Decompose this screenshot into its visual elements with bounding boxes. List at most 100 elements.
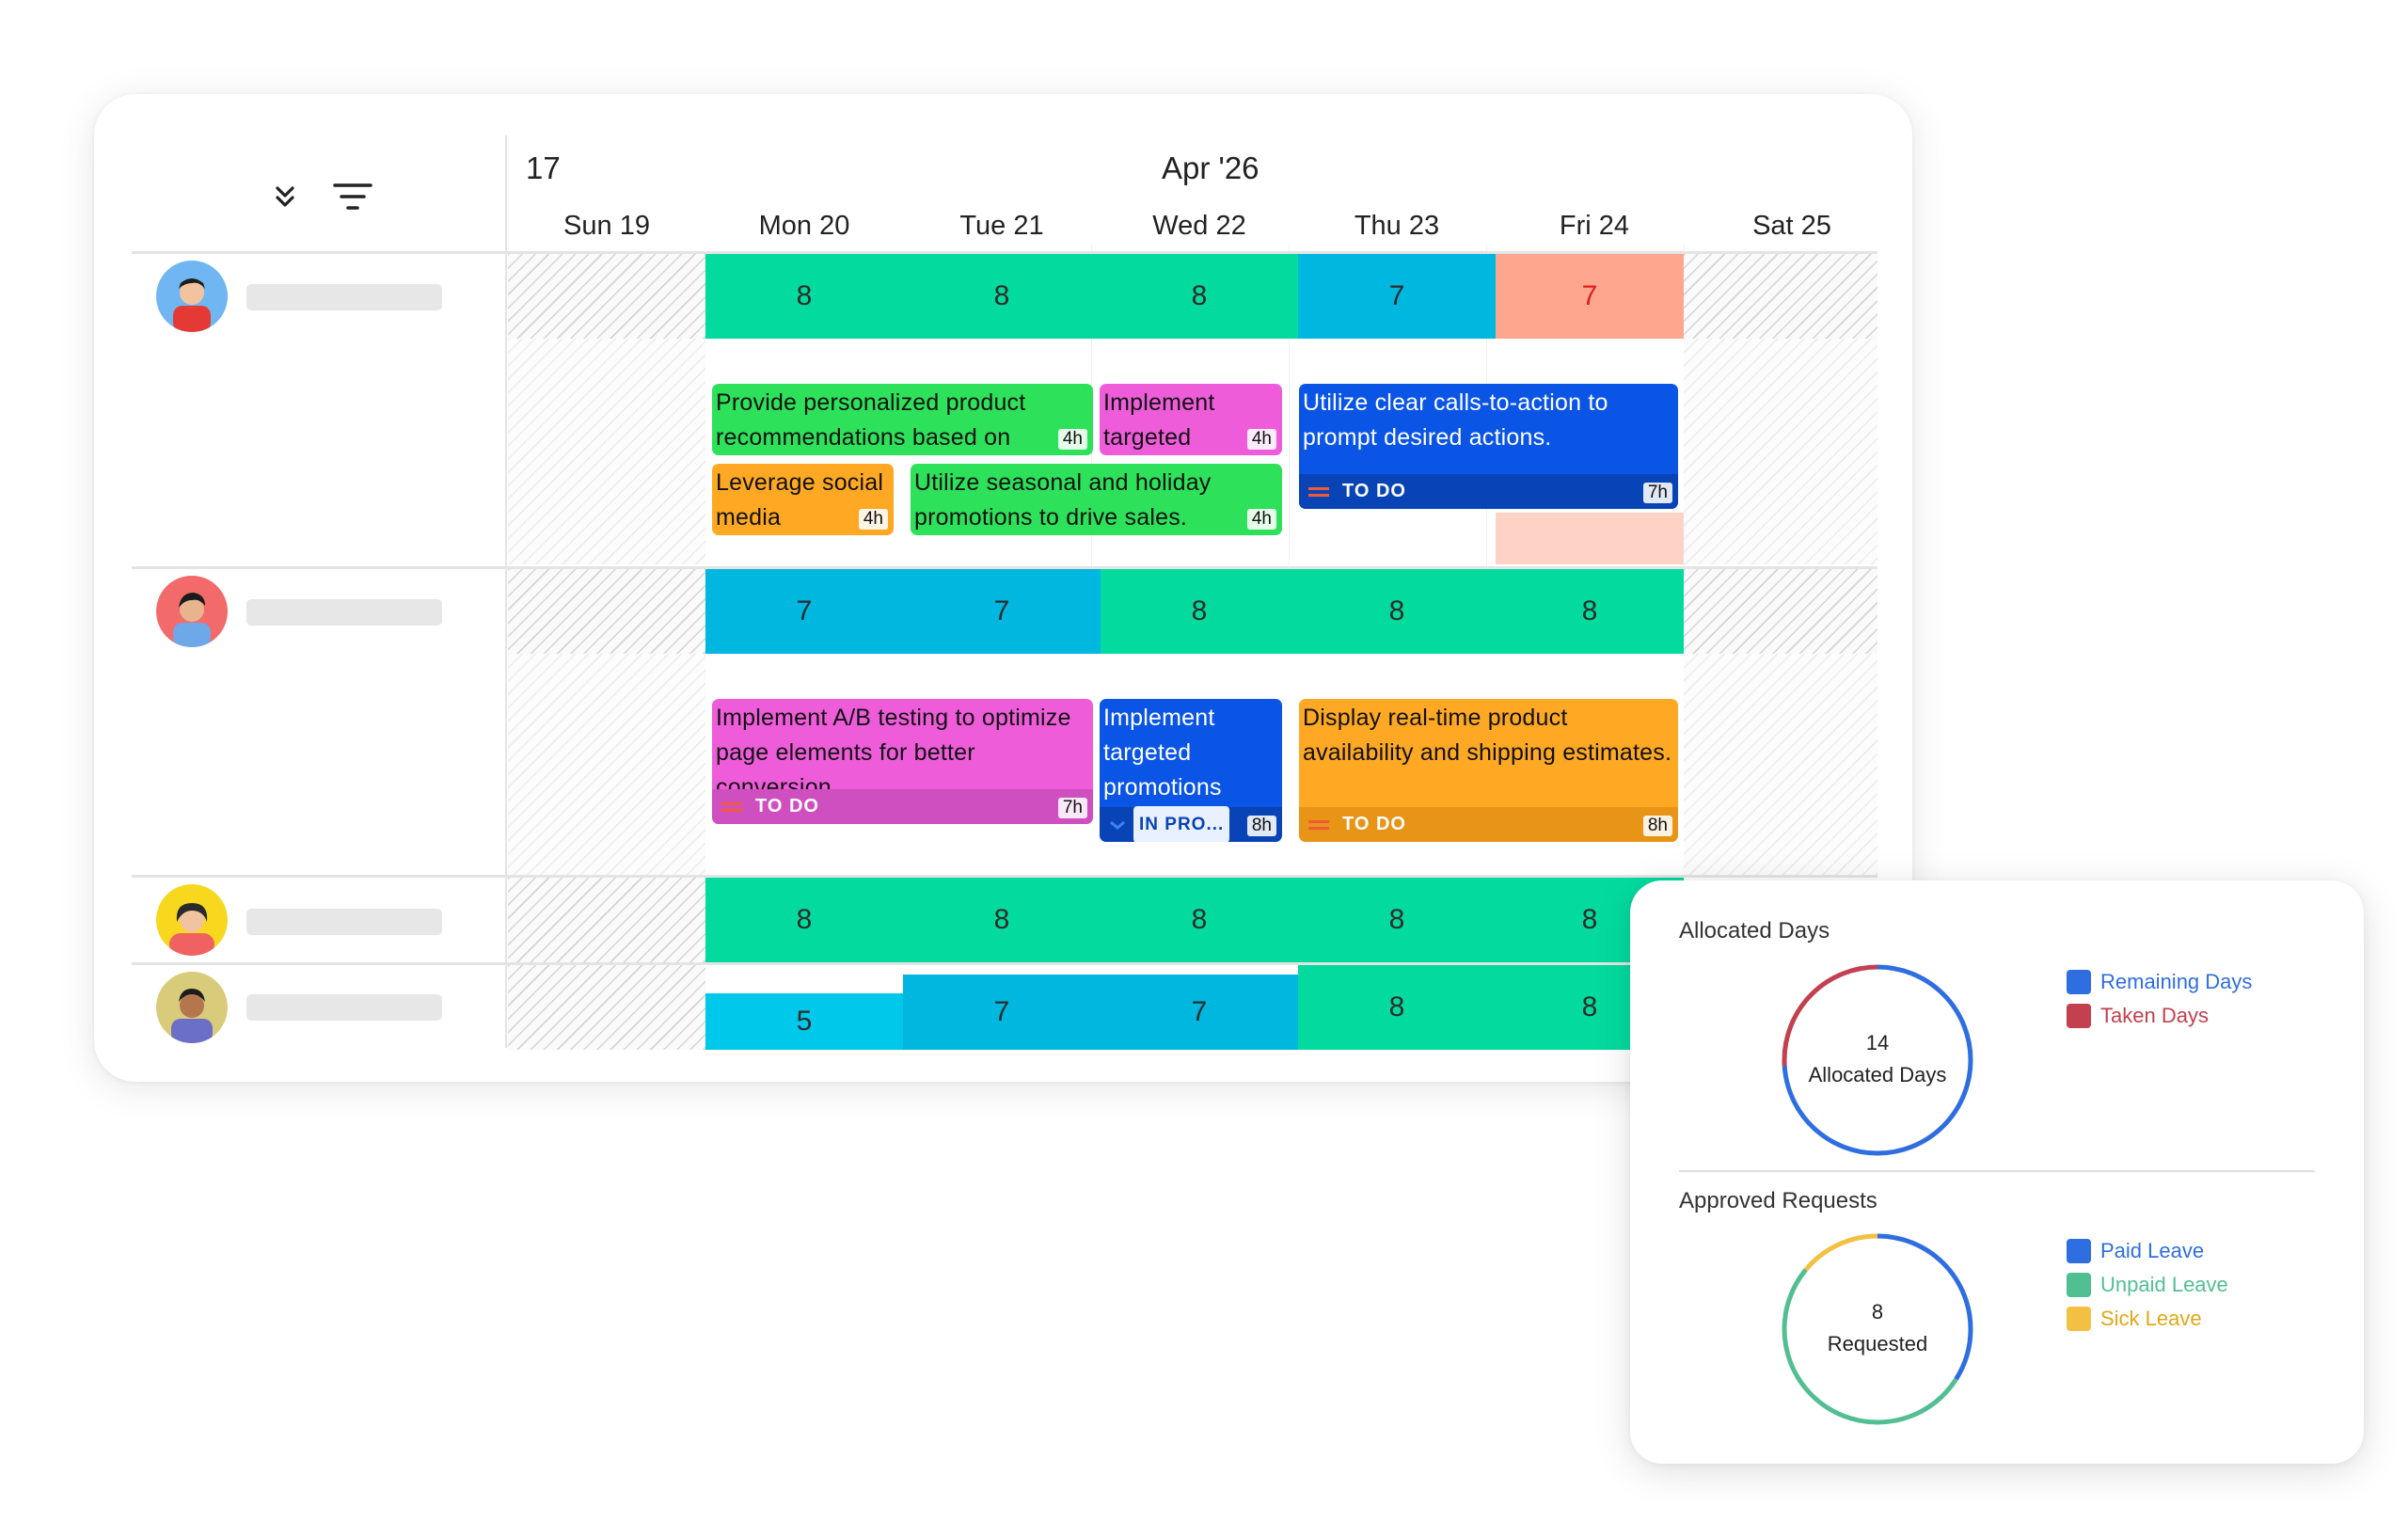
weekend-cell (1684, 654, 1877, 875)
row-separator (132, 251, 1877, 254)
hours-cell[interactable]: 7 (705, 569, 903, 654)
task-card[interactable]: Leverage social media 4h (712, 464, 894, 535)
hours-cell-leave[interactable]: 7 (1496, 254, 1684, 339)
allocated-days-value: 14 (1865, 1031, 1890, 1054)
legend-sick-leave[interactable]: Sick Leave (2067, 1302, 2228, 1336)
row-separator (132, 962, 1877, 965)
task-duration: 7h (1057, 798, 1087, 818)
weekend-cell (508, 654, 705, 875)
requests-legend: Paid Leave Unpaid Leave Sick Leave (2067, 1234, 2228, 1336)
weekend-cell (1684, 254, 1877, 339)
avatar[interactable] (156, 261, 228, 332)
hours-cell[interactable]: 7 (903, 569, 1101, 654)
weekend-cell (508, 339, 705, 564)
task-status-bar: TO DO (712, 789, 1093, 824)
task-card[interactable]: Utilize clear calls-to-action to prompt … (1299, 384, 1678, 509)
hours-cell[interactable]: 8 (1496, 569, 1684, 654)
filter-icon[interactable] (333, 182, 372, 211)
panel-divider (1679, 1170, 2315, 1172)
priority-medium-icon (1308, 819, 1329, 830)
legend-label: Unpaid Leave (2100, 1273, 2228, 1296)
weekend-cell (508, 569, 705, 654)
legend-remaining-days[interactable]: Remaining Days (2067, 965, 2252, 999)
weekend-cell (1684, 569, 1877, 654)
priority-medium-icon (721, 801, 742, 812)
task-title: Utilize clear calls-to-action to prompt … (1303, 389, 1608, 451)
hours-cell[interactable]: 7 (903, 975, 1101, 1050)
priority-low-icon (1110, 820, 1125, 830)
task-status: TO DO (755, 796, 819, 816)
hours-cell[interactable]: 7 (1101, 975, 1298, 1050)
task-card[interactable]: Implement targeted 4h (1100, 384, 1282, 455)
task-duration: 8h (1642, 816, 1672, 836)
hours-cell[interactable]: 8 (1298, 878, 1496, 962)
approved-requests-title: Approved Requests (1679, 1188, 1877, 1213)
legend-label: Sick Leave (2100, 1307, 2202, 1330)
avatar[interactable] (156, 972, 228, 1043)
allocated-legend: Remaining Days Taken Days (2067, 965, 2252, 1033)
hours-cell[interactable]: 8 (705, 878, 903, 962)
day-header-sun: Sun 19 (563, 211, 650, 241)
task-title: Utilize seasonal and holiday promotions … (914, 469, 1212, 531)
weekend-cell (508, 254, 705, 339)
unpaid-leave-arc (1782, 1233, 1973, 1425)
legend-taken-days[interactable]: Taken Days (2067, 999, 2252, 1033)
weekend-cell (1684, 339, 1877, 564)
hours-cell[interactable]: 5 (705, 993, 903, 1050)
allocated-days-title: Allocated Days (1679, 918, 1830, 943)
column-line (1289, 245, 1290, 640)
resource-calendar: 17 Apr '26 Sun 19 Mon 20 Tue 21 Wed 22 T… (94, 94, 1912, 1082)
row-separator (132, 566, 1877, 569)
hours-cell[interactable]: 8 (1298, 965, 1496, 1050)
task-title: Provide personalized product recommendat… (716, 389, 1026, 451)
task-duration: 4h (1246, 509, 1276, 530)
name-placeholder (246, 909, 442, 935)
task-title: Display real-time product availability a… (1303, 705, 1672, 766)
collapse-all-icon[interactable] (275, 184, 295, 209)
task-status: TO DO (1342, 814, 1406, 834)
day-header-mon: Mon 20 (758, 211, 850, 241)
task-duration: 8h (1246, 816, 1276, 836)
task-card[interactable]: Implement targeted promotions IN PRO... … (1100, 699, 1282, 842)
legend-unpaid-leave[interactable]: Unpaid Leave (2067, 1268, 2228, 1302)
sick-leave-arc (1782, 1233, 1973, 1425)
name-placeholder (246, 994, 442, 1021)
approved-requests-donut[interactable] (1779, 1230, 1976, 1428)
allocated-days-donut[interactable] (1779, 961, 1976, 1159)
name-column-divider (505, 135, 507, 1048)
hours-cell[interactable]: 8 (903, 254, 1101, 339)
task-card[interactable]: Provide personalized product recommendat… (712, 384, 1093, 455)
taken-days-arc (1782, 964, 1973, 1156)
task-card[interactable]: Utilize seasonal and holiday promotions … (911, 464, 1282, 535)
task-status: TO DO (1342, 481, 1406, 501)
legend-paid-leave[interactable]: Paid Leave (2067, 1234, 2228, 1268)
legend-label: Taken Days (2100, 1004, 2209, 1027)
hours-cell[interactable]: 8 (1101, 569, 1298, 654)
task-card[interactable]: Implement A/B testing to optimize page e… (712, 699, 1093, 824)
hours-cell[interactable]: 8 (705, 254, 903, 339)
task-duration: 4h (1246, 429, 1276, 450)
day-header-sat: Sat 25 (1752, 211, 1831, 241)
legend-swatch (2067, 1239, 2091, 1263)
legend-label: Paid Leave (2100, 1239, 2205, 1262)
name-placeholder (246, 284, 442, 310)
hours-cell[interactable]: 8 (903, 878, 1101, 962)
task-title: Implement A/B testing to optimize page e… (716, 705, 1071, 801)
avatar[interactable] (156, 884, 228, 956)
hours-cell[interactable]: 8 (1298, 569, 1496, 654)
task-card[interactable]: Display real-time product availability a… (1299, 699, 1678, 842)
leave-summary-panel: Allocated Days 14 Allocated Days Remaini… (1630, 880, 2364, 1464)
weekend-cell (508, 878, 705, 962)
task-status-bar: TO DO (1299, 474, 1678, 509)
legend-swatch (2067, 970, 2091, 994)
approved-requests-center: 8 Requested (1779, 1296, 1976, 1360)
task-title: Implement targeted promotions (1103, 705, 1222, 801)
avatar[interactable] (156, 576, 228, 647)
allocated-days-center: 14 Allocated Days (1779, 1027, 1976, 1091)
hours-cell[interactable]: 8 (1101, 254, 1298, 339)
legend-swatch (2067, 1273, 2091, 1297)
hours-cell[interactable]: 7 (1298, 254, 1496, 339)
hours-cell[interactable]: 8 (1101, 878, 1298, 962)
row-separator (132, 875, 1877, 878)
day-header-thu: Thu 23 (1354, 211, 1440, 241)
